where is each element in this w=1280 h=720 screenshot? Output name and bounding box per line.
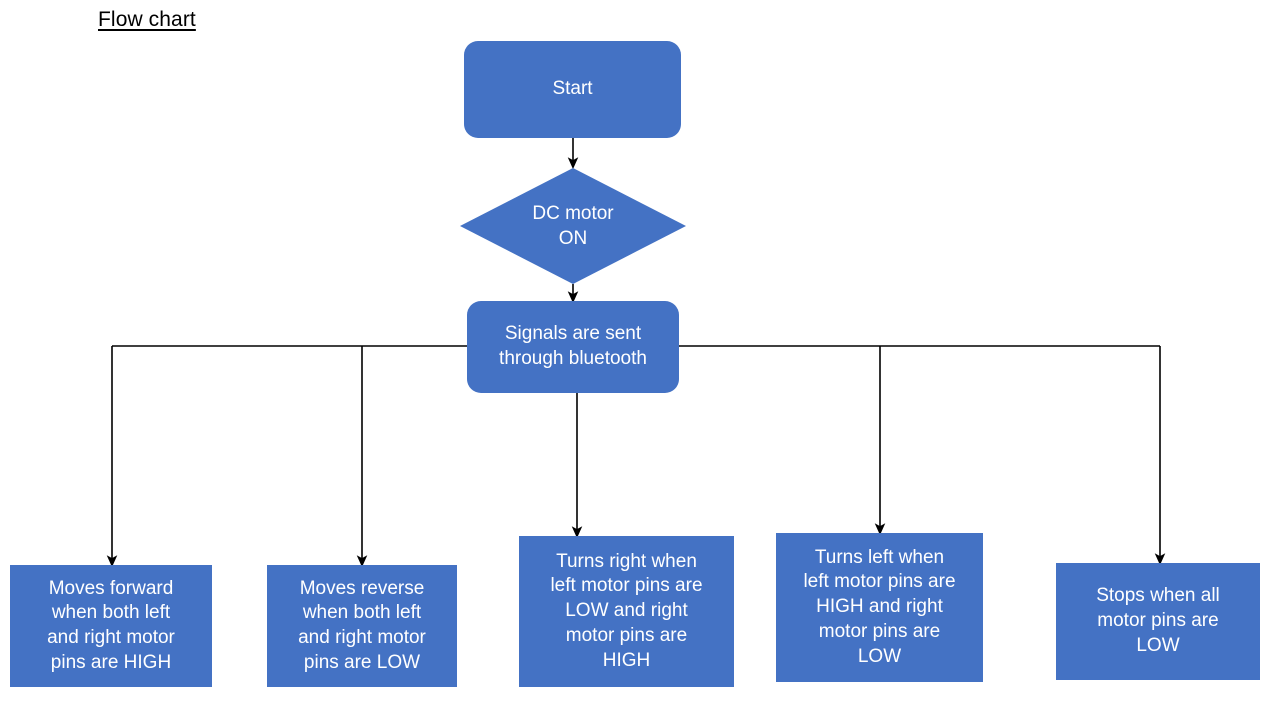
node-moves-reverse[interactable]: Moves reverse when both left and right m…: [267, 565, 457, 687]
node-stops[interactable]: Stops when all motor pins are LOW: [1056, 563, 1260, 680]
node-turns-right[interactable]: Turns right when left motor pins are LOW…: [519, 536, 734, 687]
node-start[interactable]: Start: [464, 41, 681, 138]
node-moves-forward[interactable]: Moves forward when both left and right m…: [10, 565, 212, 687]
node-dc-motor-on[interactable]: DC motor ON: [460, 168, 686, 284]
node-dc-motor-on-label: DC motor ON: [532, 202, 614, 249]
page-title: Flow chart: [98, 8, 196, 31]
node-turns-left[interactable]: Turns left when left motor pins are HIGH…: [776, 533, 983, 682]
node-signals-bluetooth[interactable]: Signals are sent through bluetooth: [467, 301, 679, 393]
